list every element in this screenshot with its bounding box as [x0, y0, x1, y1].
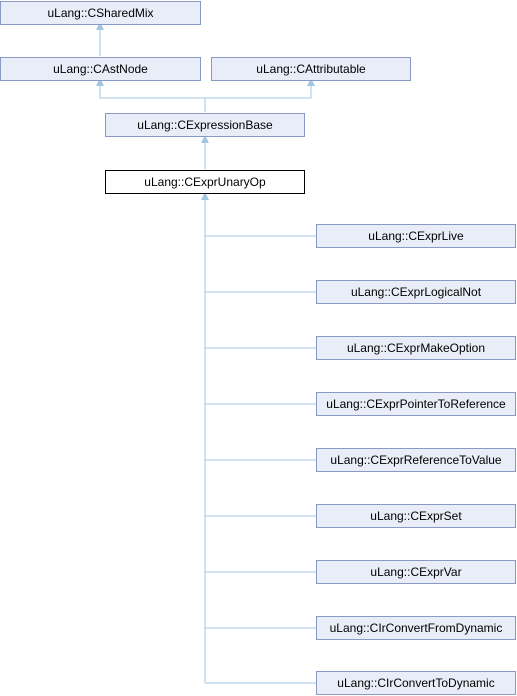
node-cexprvar[interactable]: uLang::CExprVar	[316, 560, 516, 584]
node-cattributable[interactable]: uLang::CAttributable	[211, 57, 411, 81]
node-cexprunaryop: uLang::CExprUnaryOp	[105, 170, 305, 194]
node-cexprlive[interactable]: uLang::CExprLive	[316, 224, 516, 248]
edge-exprbase-to-astnode	[96, 78, 205, 99]
node-cexpressionbase[interactable]: uLang::CExpressionBase	[105, 113, 305, 137]
node-circonvertfromdynamic[interactable]: uLang::CIrConvertFromDynamic	[316, 616, 516, 640]
node-cexprlogicalnot[interactable]: uLang::CExprLogicalNot	[316, 280, 516, 304]
node-circonverttodynamic[interactable]: uLang::CIrConvertToDynamic	[316, 671, 516, 695]
node-csharedmix[interactable]: uLang::CSharedMix	[0, 1, 201, 25]
inheritance-edges	[96, 22, 316, 684]
node-cexprpointertoreference[interactable]: uLang::CExprPointerToReference	[316, 392, 516, 416]
edge-exprbase-to-attributable	[205, 78, 315, 99]
node-castnode[interactable]: uLang::CAstNode	[0, 57, 201, 81]
node-cexprmakeoption[interactable]: uLang::CExprMakeOption	[316, 336, 516, 360]
node-cexprset[interactable]: uLang::CExprSet	[316, 504, 516, 528]
node-cexprreferencetovalue[interactable]: uLang::CExprReferenceToValue	[316, 448, 516, 472]
